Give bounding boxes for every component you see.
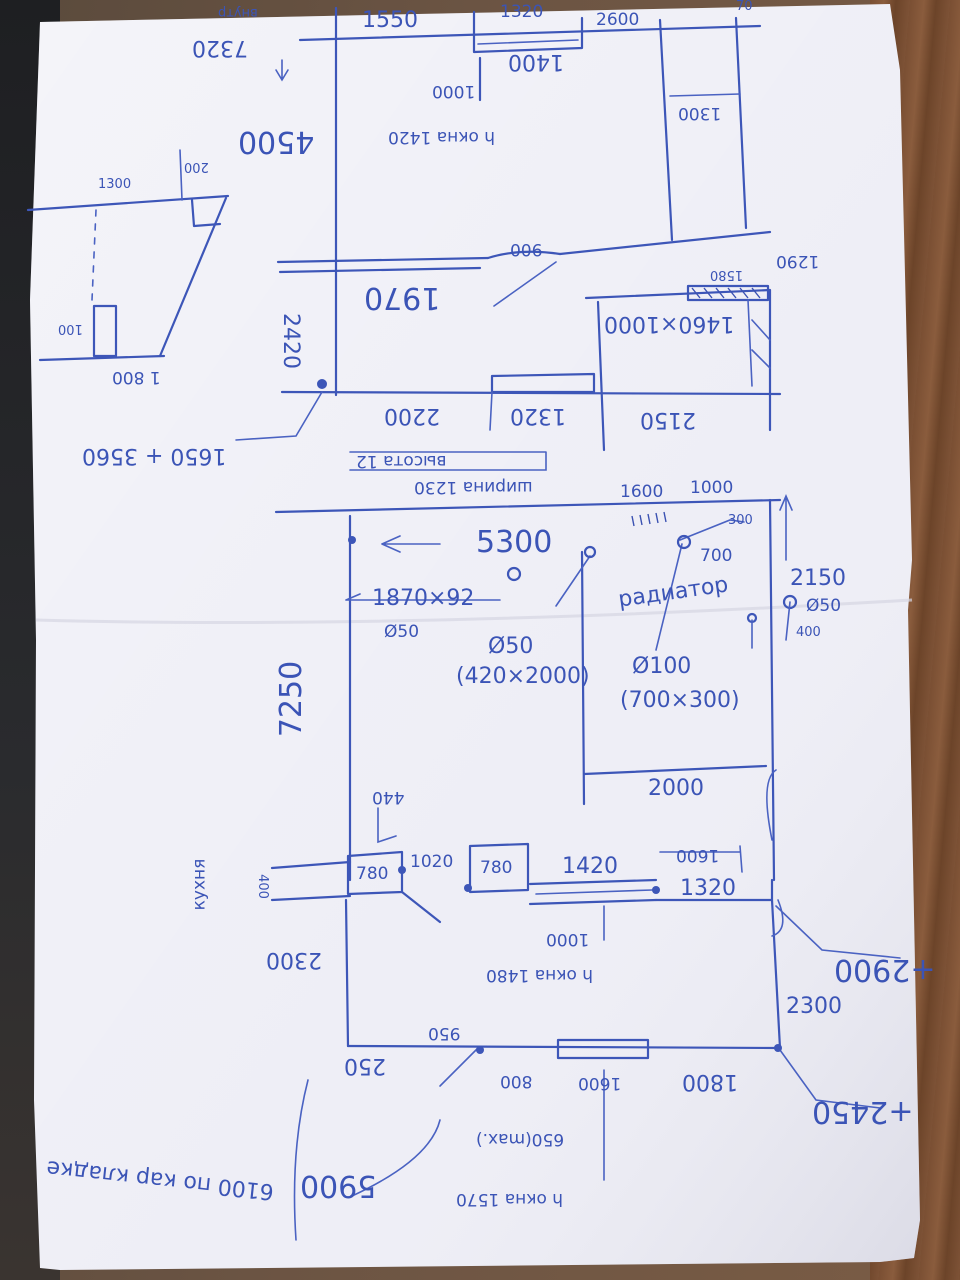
dim-1320-bottom: 1320: [510, 403, 566, 428]
wall-dim-1420: 1420: [562, 854, 618, 879]
kitchen-label: кухня: [189, 858, 210, 911]
room-width-5300: 5300: [476, 525, 553, 560]
kitchen-small-dim: 400: [254, 874, 270, 899]
sum-note: 1650 + 3560: [82, 443, 227, 468]
pipe-b-size: (420×2000): [456, 664, 590, 689]
side-height-dim: 4500: [238, 124, 315, 159]
box-label: 1460×1000: [604, 311, 735, 336]
left-lower-2300: 2300: [266, 947, 322, 972]
dim-top-4: 70: [736, 0, 753, 14]
left-height-dim: 2420: [278, 313, 303, 369]
wall-dim-780-b: 780: [480, 858, 513, 878]
lower-window-caption: h окна 1480: [486, 965, 594, 985]
window-caption: h окна 1420: [388, 127, 496, 147]
sill-height-dim: 1000: [432, 81, 476, 101]
bottom-dim-950: 950: [428, 1023, 461, 1043]
wall-dim-1320: 1320: [680, 876, 736, 901]
bottom-dim-1800: 1800: [682, 1069, 738, 1094]
pipe-b-diameter: Ø50: [488, 634, 534, 659]
dim-top-2: 1320: [500, 2, 544, 22]
dim-top-3: 2600: [596, 10, 640, 30]
left-height-7250: 7250: [274, 660, 310, 738]
dim-1970: 1970: [364, 280, 441, 315]
left-note: внутр: [218, 5, 258, 20]
dim-1290: 1290: [776, 251, 820, 271]
wall-dim-780-a: 780: [356, 864, 389, 884]
pipe-c-size: (700×300): [620, 688, 740, 713]
detail-bottom: 1 800: [112, 367, 161, 387]
upper-plan-lines: [235, 6, 782, 471]
side-detail-lines: [26, 149, 230, 362]
radiator-offset: 700: [700, 546, 733, 566]
right-small-dim: 1300: [678, 103, 722, 123]
door-width-caption: ширина 1230: [414, 477, 533, 497]
bottom-dim-800: 800: [500, 1071, 533, 1091]
door-caption: высота 12: [356, 451, 447, 471]
lower-plan-lines: [270, 493, 901, 1241]
right-total-2900: +2900: [834, 952, 936, 987]
right-height-2150: 2150: [790, 566, 846, 591]
dim-1600-top: 1600: [620, 482, 664, 502]
left-total-dim: 7320: [192, 35, 248, 60]
inner-width-2000: 2000: [648, 776, 704, 801]
bottom-right-total-2450: +2450: [812, 1094, 914, 1129]
dim-top-1: 1550: [362, 8, 418, 33]
dim-900: 900: [510, 239, 543, 259]
detail-dim-1300: 1300: [98, 177, 132, 192]
bottom-dim-250: 250: [344, 1053, 386, 1078]
lower-sill: 1000: [546, 929, 590, 949]
dim-1000-top: 1000: [690, 478, 734, 498]
right-lower-2300: 2300: [786, 994, 842, 1019]
wall-dim-440: 440: [372, 787, 405, 807]
window-top-dim: 1400: [508, 49, 564, 74]
dim-300-top: 300: [728, 513, 753, 528]
bottom-dim-1600: 1600: [578, 1073, 622, 1093]
dim-2150: 2150: [640, 407, 696, 432]
detail-inner: 100: [58, 321, 83, 336]
wall-dim-1020: 1020: [410, 852, 454, 872]
box-top-dim: 1580: [710, 267, 744, 282]
bottom-window-note: 650(max.): [476, 1129, 565, 1149]
pipe-a-diameter: Ø50: [384, 622, 420, 642]
pipe-c-diameter: Ø100: [632, 654, 692, 679]
pipe-d-diameter: Ø50: [806, 596, 842, 616]
pipe-a-size: 1870×92: [372, 586, 475, 611]
pipe-d-offset: 400: [796, 625, 821, 640]
wall-dim-1600: 1600: [676, 845, 720, 865]
bottom-window-caption: h окна 1570: [456, 1189, 564, 1209]
dim-2200: 2200: [384, 403, 440, 428]
total-5900: 5900: [300, 1168, 377, 1203]
detail-dim-200: 200: [184, 159, 209, 174]
